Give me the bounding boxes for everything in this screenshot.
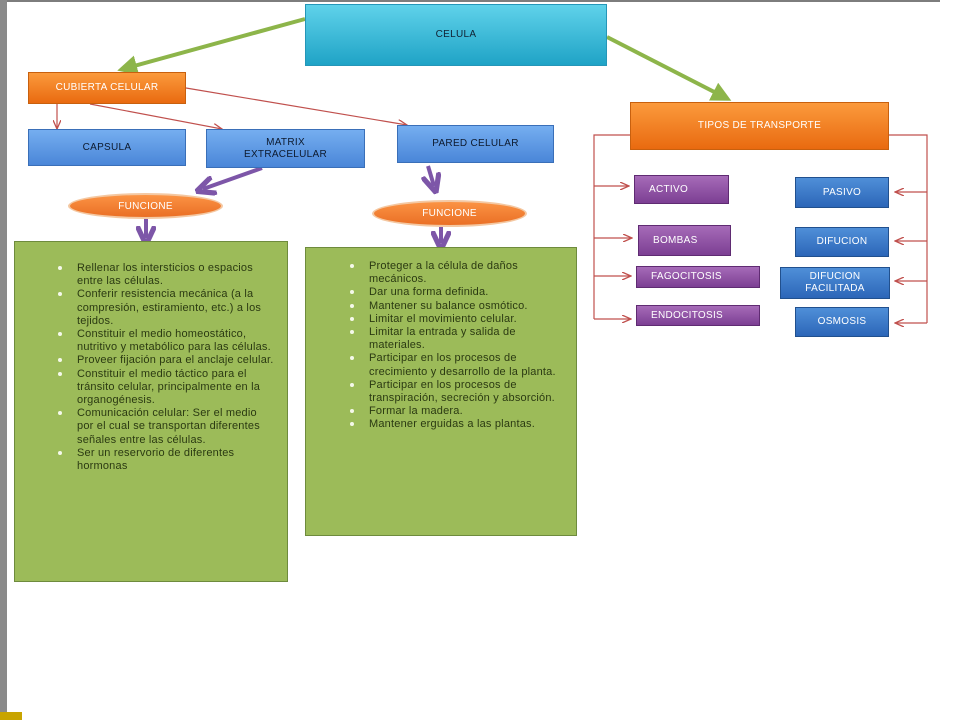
list-item: Participar en los procesos de transpirac…	[341, 379, 568, 405]
list-item: Constituir el medio táctico para el trán…	[49, 368, 275, 408]
node-bombas: BOMBAS	[638, 225, 731, 256]
oval-funcione-left: FUNCIONE	[68, 193, 223, 219]
left-frame-bar	[0, 0, 7, 720]
node-tipos-de-transporte: TIPOS DE TRANSPORTE	[630, 102, 889, 150]
corner-mark	[0, 712, 22, 720]
list-item: Rellenar los intersticios o espacios ent…	[49, 262, 275, 288]
node-activo: ACTIVO	[634, 175, 729, 204]
list-item: Limitar la entrada y salida de materiale…	[341, 326, 568, 352]
list-matrix-functions: Rellenar los intersticios o espacios ent…	[49, 262, 275, 473]
node-osmosis: OSMOSIS	[795, 307, 889, 337]
list-item: Formar la madera.	[341, 405, 568, 418]
list-item: Proveer fijación para el anclaje celular…	[49, 354, 275, 367]
arrow-matrix-to-funcione	[203, 166, 263, 189]
node-difucion: DIFUCION	[795, 227, 889, 257]
list-item: Comunicación celular: Ser el medio por e…	[49, 407, 275, 447]
list-item: Dar una forma definida.	[341, 286, 568, 299]
list-item: Mantener su balance osmótico.	[341, 300, 568, 313]
oval-funcione-right: FUNCIONE	[372, 200, 527, 227]
arrow-cubierta-to-pared	[185, 87, 407, 125]
node-cubierta-celular: CUBIERTA CELULAR	[28, 72, 186, 104]
panel-matrix-functions: Rellenar los intersticios o espacios ent…	[14, 241, 288, 582]
list-item: Mantener erguidas a las plantas.	[341, 418, 568, 431]
arrow-cubierta-to-matrix	[89, 103, 222, 129]
node-difucion-facilitada: DIFUCION FACILITADA	[780, 267, 890, 299]
arrow-pared-to-funcione	[428, 165, 434, 186]
list-pared-functions: Proteger a la célula de daños mecánicos.…	[341, 260, 568, 432]
node-fagocitosis: FAGOCITOSIS	[636, 266, 760, 288]
list-item: Ser un reservorio de diferentes hormonas	[49, 447, 275, 473]
list-item: Conferir resistencia mecánica (a la comp…	[49, 288, 275, 328]
node-celula: CELULA	[305, 4, 607, 66]
panel-pared-functions: Proteger a la célula de daños mecánicos.…	[305, 247, 577, 536]
node-matrix-extracelular: MATRIX EXTRACELULAR	[206, 129, 365, 168]
arrow-celula-to-transporte	[606, 35, 732, 101]
list-item: Constituir el medio homeostático, nutrit…	[49, 328, 275, 354]
list-item: Limitar el movimiento celular.	[341, 313, 568, 326]
bracket-transporte-right	[889, 134, 928, 323]
node-pared-celular: PARED CELULAR	[397, 125, 554, 163]
top-frame-line	[7, 0, 940, 2]
list-item: Proteger a la célula de daños mecánicos.	[341, 260, 568, 286]
list-item: Participar en los procesos de crecimient…	[341, 352, 568, 378]
bracket-transporte-left	[593, 134, 630, 319]
arrow-celula-to-cubierta	[117, 17, 306, 75]
node-pasivo: PASIVO	[795, 177, 889, 208]
node-endocitosis: ENDOCITOSIS	[636, 305, 760, 326]
node-capsula: CAPSULA	[28, 129, 186, 166]
